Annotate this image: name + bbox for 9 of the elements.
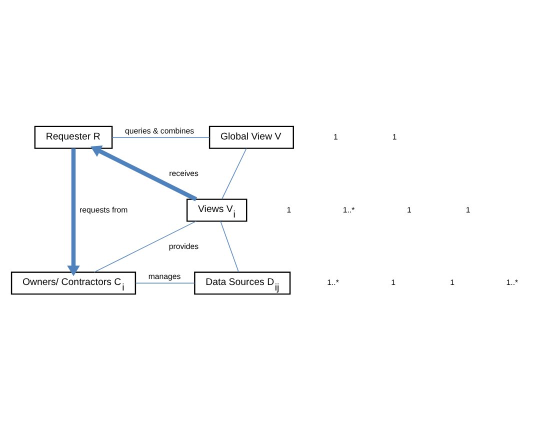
connector — [94, 220, 197, 272]
connector — [222, 148, 247, 200]
connector — [220, 220, 240, 272]
node-box: Global View V — [208, 125, 294, 148]
connector — [112, 136, 210, 138]
arrow — [90, 144, 198, 201]
arrow — [67, 148, 80, 276]
connector — [135, 282, 195, 283]
node-box: Requester R — [34, 125, 113, 148]
